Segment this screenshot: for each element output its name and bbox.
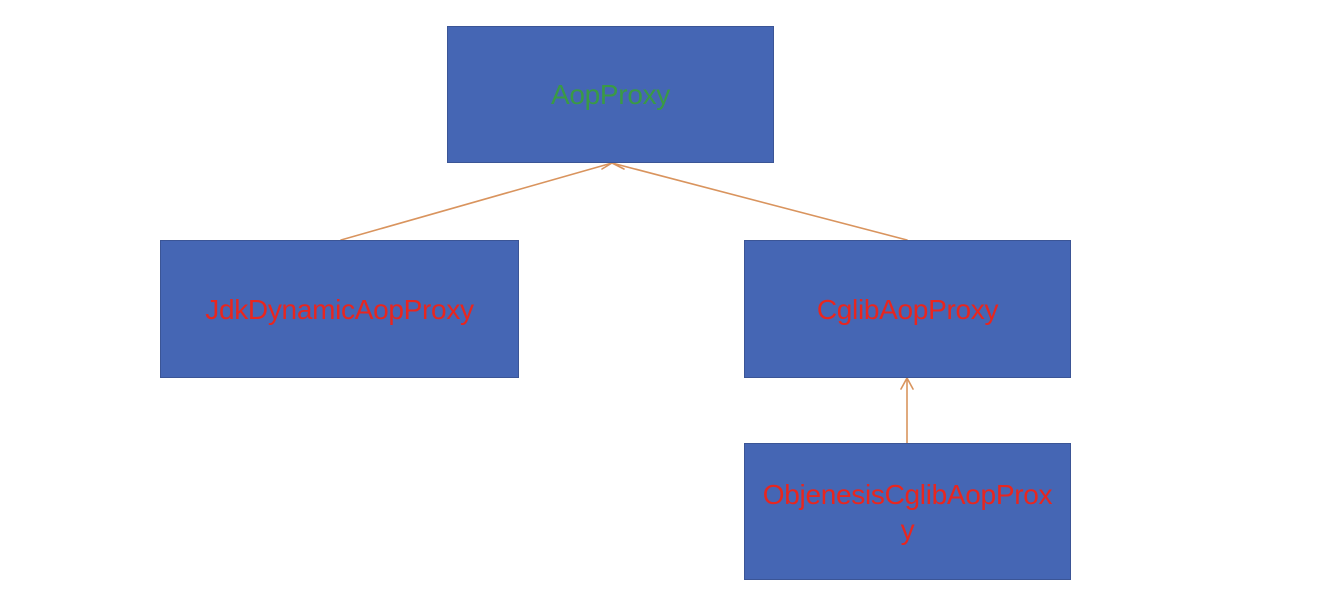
node-jdk-dynamic-aop-proxy: JdkDynamicAopProxy (160, 240, 519, 378)
node-aop-proxy-label: AopProxy (551, 79, 670, 110)
node-jdk-dynamic-aop-proxy-label: JdkDynamicAopProxy (205, 293, 474, 325)
edge-jdk-to-aopproxy (340, 162, 613, 241)
arrowhead-aopproxy (601, 162, 625, 170)
node-objenesis-cglib-aop-proxy-label: ObjenesisCglibAopProxy (762, 478, 1053, 545)
edge-cglib-to-aopproxy (611, 162, 908, 241)
node-objenesis-cglib-aop-proxy: ObjenesisCglibAopProxy (744, 443, 1071, 580)
node-aop-proxy: AopProxy (447, 26, 774, 163)
arrowhead-cglib (900, 377, 914, 390)
node-cglib-aop-proxy: CglibAopProxy (744, 240, 1071, 378)
node-cglib-aop-proxy-label: CglibAopProxy (816, 293, 999, 325)
